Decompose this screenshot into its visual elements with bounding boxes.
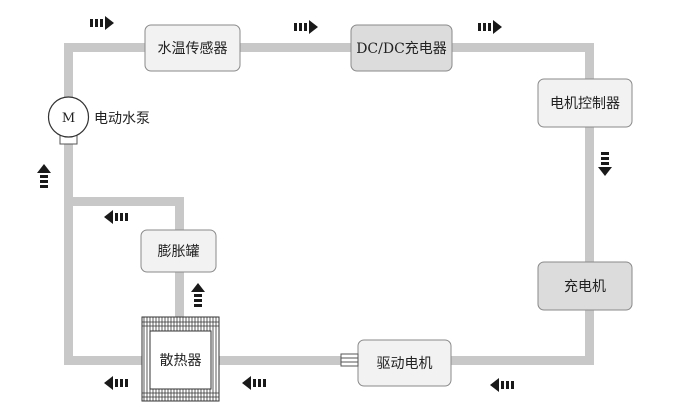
flow-arrow-right-icon: [478, 20, 502, 34]
electric-pump-label: 电动水泵: [94, 111, 150, 127]
flow-arrow-right-icon: [90, 16, 114, 30]
drive-motor-label: 驱动电机: [377, 356, 433, 372]
expansion-tank-box: 膨胀罐: [140, 229, 217, 273]
dcdc-charger-box: DC/DC充电器: [350, 24, 453, 72]
water-temp-sensor-label: 水温传感器: [158, 40, 228, 57]
motor-controller-label: 电机控制器: [550, 96, 620, 112]
pump-motor-icon: [47, 96, 90, 138]
flow-arrow-up-icon: [37, 164, 51, 188]
radiator-core: [149, 330, 212, 390]
pipe-top: [64, 43, 594, 52]
radiator: 散热器: [141, 316, 220, 402]
flow-arrow-up-icon: [191, 283, 205, 307]
flow-arrow-left-icon: [104, 376, 128, 390]
pipe-tank-branch: [64, 197, 184, 206]
expansion-tank-label: 膨胀罐: [158, 243, 200, 260]
water-temp-sensor-box: 水温传感器: [144, 24, 241, 72]
pipe-right: [585, 43, 594, 365]
flow-arrow-left-icon: [242, 376, 266, 390]
flow-arrow-left-icon: [104, 210, 128, 224]
drive-motor-box: 驱动电机: [357, 339, 452, 387]
dcdc-charger-label: DC/DC充电器: [356, 41, 447, 57]
charger-box: 充电机: [537, 261, 633, 311]
charger-label: 充电机: [564, 279, 606, 295]
pump-motor-letter: M: [62, 111, 75, 126]
radiator-label: 散热器: [160, 353, 202, 369]
electric-pump: M: [47, 96, 90, 145]
motor-controller-box: 电机控制器: [537, 78, 633, 128]
flow-arrow-right-icon: [294, 20, 318, 34]
flow-arrow-left-icon: [490, 378, 514, 392]
flow-arrow-down-icon: [598, 152, 612, 176]
pipe-bottom: [64, 356, 594, 365]
drive-motor-coupling: [340, 353, 359, 367]
